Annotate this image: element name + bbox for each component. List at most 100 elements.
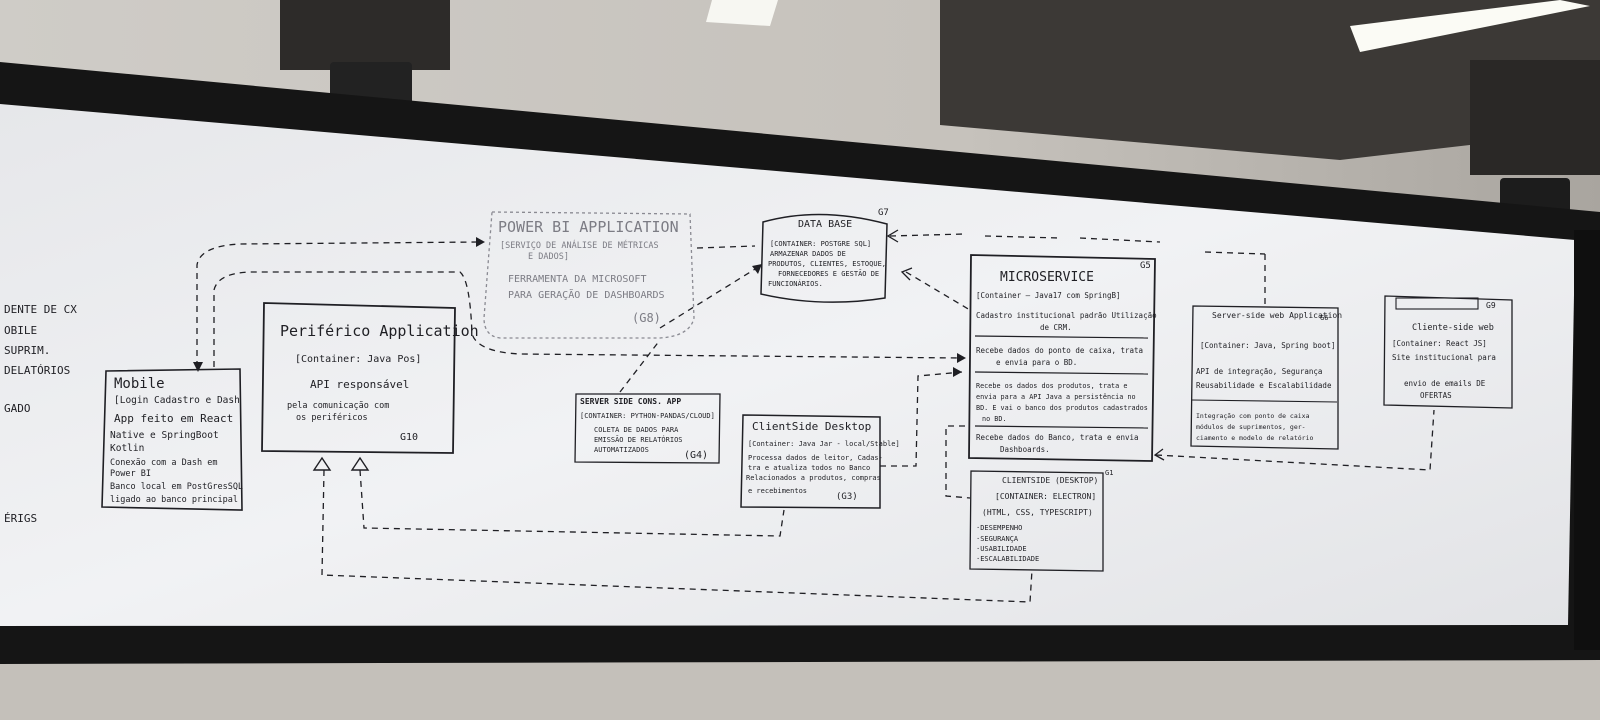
server-web-title: Server-side web Application — [1212, 311, 1342, 320]
database-line: FUNCIONÁRIOS. — [768, 279, 823, 288]
powerbi-line: PARA GERAÇÃO DE DASHBOARDS — [508, 288, 665, 301]
powerbi-line: E DADOS] — [528, 252, 569, 262]
left-edge-text: DENTE DE CX — [4, 303, 77, 316]
client-desktop-line: e recebimentos — [748, 487, 807, 495]
client-web-line: Site institucional para — [1392, 353, 1496, 362]
periferico-line: API responsável — [310, 378, 409, 391]
serverside-tag: (G4) — [684, 450, 708, 461]
mobile-line: [Login Cadastro e Dash — [114, 395, 240, 406]
microservice-line: [Container — Java17 com SpringB] — [976, 291, 1121, 300]
serverside-line: COLETA DE DADOS PARA — [594, 426, 679, 434]
microservice-title: MICROSERVICE — [1000, 270, 1094, 285]
microservice-line: Cadastro institucional padrão Utilização — [976, 311, 1157, 320]
mobile-line: Banco local em PostGresSQL — [110, 482, 243, 492]
microservice-line: no BD. — [982, 415, 1007, 423]
left-edge-text: ÉRIGS — [4, 512, 37, 525]
periferico-title: Periférico Application — [280, 322, 479, 340]
client-desktop-line: tra e atualiza todos no Banco — [748, 464, 870, 472]
database-line: [CONTAINER: POSTGRE SQL] — [770, 240, 871, 248]
arrow-head — [752, 264, 762, 274]
microservice-line: Dashboards. — [1000, 445, 1050, 454]
arrow-head — [953, 367, 962, 377]
open-arrowheads — [886, 229, 1165, 461]
client-web-title: Cliente-side web — [1412, 323, 1494, 333]
mobile-box: Mobile [Login Cadastro e Dash App feito … — [101, 368, 243, 511]
microservice-line: de CRM. — [1040, 323, 1072, 332]
left-edge-text: GADO — [4, 402, 31, 415]
client-desktop-box: ClientSide Desktop [Container: Java Jar … — [740, 414, 900, 509]
server-web-line: Reusabilidade e Escalabilidade — [1196, 381, 1332, 390]
ceiling-beam — [280, 0, 450, 70]
client-desktop-tag: (G3) — [836, 492, 858, 502]
arrow-head — [312, 456, 332, 471]
server-web-line: [Container: Java, Spring boot] — [1200, 341, 1335, 350]
powerbi-tag: (G8) — [632, 311, 661, 325]
microservice-tag: G5 — [1140, 261, 1151, 271]
arrowheads — [193, 237, 966, 377]
server-web-line: Integração com ponto de caixa — [1196, 412, 1310, 420]
server-web-tag: G6 — [1320, 314, 1328, 322]
microservice-box: MICROSERVICE G5 [Container — Java17 com … — [968, 254, 1157, 462]
arrow-head — [957, 353, 966, 363]
connector-line — [889, 233, 1266, 255]
client-desktop-line: [Container: Java Jar - local/Stable] — [748, 440, 900, 448]
left-edge-text: OBILE — [4, 324, 37, 337]
microservice-line: Recebe os dados dos produtos, trata e — [976, 382, 1127, 390]
database-box: DATA BASE G7 [CONTAINER: POSTGRE SQL] AR… — [760, 208, 889, 303]
mobile-line: ligado ao banco principal — [110, 495, 238, 505]
periferico-box: Periférico Application [Container: Java … — [261, 302, 479, 471]
connector-line — [696, 245, 756, 249]
client-electron-line: [CONTAINER: ELECTRON] — [995, 492, 1096, 501]
database-line: ARMAZENAR DADOS DE — [770, 250, 846, 258]
ceiling-light — [706, 0, 778, 26]
client-web-line: OFERTAS — [1420, 391, 1452, 400]
left-edge-text: DELATÓRIOS — [4, 364, 70, 377]
ceiling-light — [1350, 0, 1590, 52]
board-edge — [1574, 230, 1600, 650]
serverside-line: AUTOMATIZADOS — [594, 446, 649, 454]
connector-line — [213, 271, 963, 367]
connectors — [196, 233, 1435, 603]
server-web-line: módulos de suprimentos, ger- — [1196, 423, 1306, 431]
whiteboard — [0, 104, 1575, 626]
mobile-title: Mobile — [114, 376, 165, 392]
left-edge-text: SUPRIM. — [4, 344, 50, 357]
serverside-title: SERVER SIDE CONS. APP — [580, 397, 681, 406]
client-electron-line: ·USABILIDADE — [976, 545, 1027, 553]
mobile-line: Power BI — [110, 469, 151, 479]
client-electron-line: ·SEGURANÇA — [976, 535, 1019, 543]
client-electron-box: CLIENTSIDE (DESKTOP) G1 [CONTAINER: ELEC… — [969, 469, 1113, 572]
serverside-box: SERVER SIDE CONS. APP [CONTAINER: PYTHON… — [574, 393, 721, 464]
periferico-line: os periféricos — [296, 412, 368, 423]
mobile-line: Kotlin — [110, 443, 144, 454]
connector-line — [321, 469, 1033, 603]
client-electron-line: (HTML, CSS, TYPESCRIPT) — [982, 508, 1093, 517]
powerbi-box: POWER BI APPLICATION [SERVIÇO DE ANÁLISE… — [483, 211, 695, 339]
powerbi-title: POWER BI APPLICATION — [498, 218, 679, 236]
server-web-line: ciamento e modelo de relatório — [1196, 434, 1313, 442]
mobile-line: Conexão com a Dash em — [110, 458, 217, 468]
connector-line — [196, 241, 481, 367]
periferico-tag: G10 — [400, 432, 418, 443]
microservice-line: Recebe dados do ponto de caixa, trata — [976, 346, 1143, 355]
microservice-line: BD. E vai o banco dos produtos cadastrad… — [976, 404, 1148, 412]
speaker-box — [1470, 60, 1600, 175]
connector-line — [880, 371, 963, 467]
microservice-line: envia para a API Java a persistência no — [976, 393, 1136, 401]
client-electron-title: CLIENTSIDE (DESKTOP) — [1002, 476, 1098, 485]
arrow-head — [476, 237, 485, 247]
periferico-line: [Container: Java Pos] — [295, 354, 421, 365]
arrow-head — [1153, 448, 1165, 461]
client-desktop-line: Processa dados de leitor, Cadas- — [748, 454, 883, 462]
arrow-head — [193, 362, 203, 372]
database-tag: G7 — [878, 208, 889, 218]
screen-sketch — [1395, 297, 1479, 310]
client-desktop-title: ClientSide Desktop — [752, 420, 871, 433]
mobile-line: Native e SpringBoot — [110, 430, 219, 441]
serverside-line: [CONTAINER: PYTHON-PANDAS/CLOUD] — [580, 412, 715, 420]
powerbi-line: [SERVIÇO DE ANÁLISE DE MÉTRICAS — [500, 239, 659, 251]
server-web-box: Server-side web Application G6 [Containe… — [1190, 305, 1342, 450]
arrow-head — [886, 229, 899, 243]
microservice-line: Recebe dados do Banco, trata e envia — [976, 433, 1139, 442]
